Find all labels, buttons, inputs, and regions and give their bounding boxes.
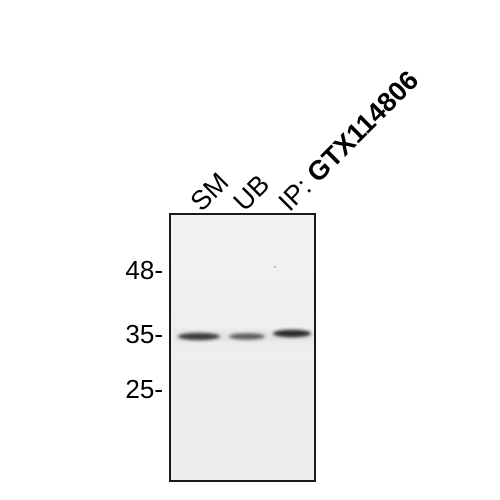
- lane-label-ip: IP: GTX114806: [272, 64, 425, 217]
- mw-marker-35: 35-: [125, 319, 163, 349]
- lane-label-sm-text: SM: [184, 166, 235, 217]
- blot-membrane: [169, 213, 316, 482]
- membrane-speck: [274, 266, 276, 268]
- blot-bands: [175, 266, 313, 341]
- band-sm: [178, 332, 220, 341]
- band-ip: [273, 329, 311, 338]
- lane-label-ub: UB: [227, 168, 276, 217]
- mw-marker-48: 48-: [125, 255, 163, 285]
- lane-label-ip-prefix: IP:: [272, 172, 318, 217]
- lane-label-ip-antibody: GTX114806: [301, 64, 425, 189]
- band-ub: [229, 333, 265, 340]
- mw-marker-25: 25-: [125, 374, 163, 404]
- lane-label-ub-text: UB: [227, 168, 276, 217]
- lane-label-sm: SM: [184, 166, 235, 217]
